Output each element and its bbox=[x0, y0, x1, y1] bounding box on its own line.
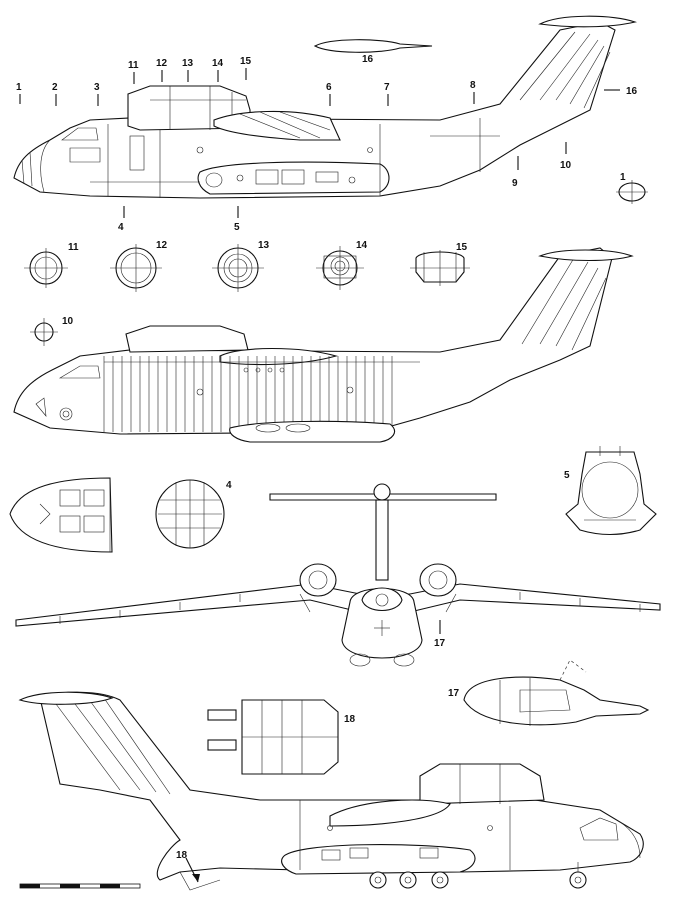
section-4: 4 bbox=[155, 479, 232, 549]
callout-15: 15 bbox=[240, 56, 252, 67]
callout-labels-top: 1 2 3 4 5 6 7 8 9 10 11 12 13 14 15 16 1… bbox=[16, 54, 638, 233]
callout-9: 9 bbox=[512, 178, 518, 189]
section-5: 5 bbox=[564, 446, 657, 536]
section-label-14: 14 bbox=[356, 240, 368, 251]
section-label-15: 15 bbox=[456, 242, 468, 253]
callout-13: 13 bbox=[182, 58, 194, 69]
section-13: 13 bbox=[212, 240, 270, 292]
cutaway-frames bbox=[103, 356, 420, 432]
section-18-ramp: 18 bbox=[207, 699, 356, 775]
callout-7: 7 bbox=[384, 82, 390, 93]
section-label-13: 13 bbox=[258, 240, 270, 251]
section-14: 14 bbox=[316, 240, 368, 290]
front-view: 17 bbox=[15, 483, 661, 667]
callout-16-side: 16 bbox=[626, 86, 638, 97]
section-10: 10 bbox=[30, 316, 74, 346]
callout-3: 3 bbox=[94, 82, 100, 93]
callout-12: 12 bbox=[156, 58, 168, 69]
callout-2: 2 bbox=[52, 82, 58, 93]
section-label-18-side: 18 bbox=[176, 850, 188, 861]
callout-11: 11 bbox=[128, 60, 139, 71]
side-view-bottom: 18 bbox=[18, 691, 644, 891]
callout-6: 6 bbox=[326, 82, 332, 93]
side-view-top bbox=[13, 15, 638, 199]
section-label-17-detail: 17 bbox=[448, 688, 460, 699]
callout-5: 5 bbox=[234, 222, 240, 233]
side-view-cutaway bbox=[13, 247, 634, 443]
callout-14: 14 bbox=[212, 58, 224, 69]
section-label-11: 11 bbox=[68, 242, 79, 253]
cockpit-plan-section bbox=[9, 477, 113, 553]
section-label-4: 4 bbox=[226, 480, 232, 491]
section-12: 12 bbox=[110, 240, 168, 292]
callout-8: 8 bbox=[470, 80, 476, 91]
section-label-5: 5 bbox=[564, 470, 570, 481]
section-label-10: 10 bbox=[62, 316, 74, 327]
section-15: 15 bbox=[410, 242, 470, 286]
section-11: 11 bbox=[24, 242, 79, 288]
callout-16-top: 16 bbox=[362, 54, 374, 65]
section-label-17-front: 17 bbox=[434, 638, 446, 649]
item-16-top-shape bbox=[313, 39, 433, 53]
scale-bar bbox=[19, 883, 141, 889]
callout-1: 1 bbox=[16, 82, 22, 93]
callout-10: 10 bbox=[560, 160, 572, 171]
section-17-nacelle: 17 bbox=[448, 659, 650, 726]
section-label-12: 12 bbox=[156, 240, 168, 251]
section-label-1: 1 bbox=[620, 172, 626, 183]
callout-4: 4 bbox=[118, 222, 124, 233]
section-1: 1 bbox=[616, 172, 648, 204]
section-label-18-detail: 18 bbox=[344, 714, 356, 725]
callout-ticks-top bbox=[19, 68, 620, 218]
